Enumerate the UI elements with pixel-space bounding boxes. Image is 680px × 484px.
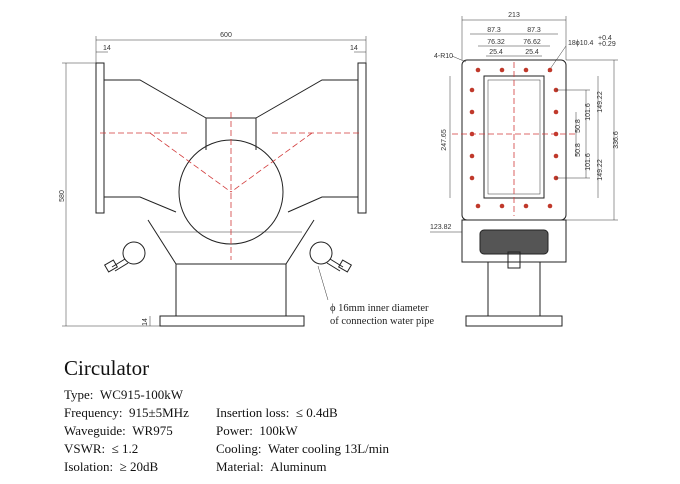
front-view: 600 14 14 580 14 (59, 32, 434, 327)
spec-material-label: Material: (216, 459, 264, 474)
dim-50-top-label: 50.8 (575, 119, 582, 133)
spec-material-value: Aluminum (270, 459, 327, 474)
side-view: 213 87.3 87.3 76.32 76.62 25.4 25.4 4-R1… (430, 12, 620, 327)
overall-width-label: 213 (508, 12, 520, 19)
spec-power: Power: 100kW (216, 422, 298, 440)
spec-insertion-loss: Insertion loss: ≤ 0.4dB (216, 404, 338, 422)
front-width-label: 600 (220, 32, 232, 39)
front-height-label: 580 (59, 190, 66, 202)
flange-right-label: 14 (350, 45, 358, 52)
spec-material: Material: Aluminum (216, 458, 327, 476)
spec-waveguide: Waveguide: WR975 (64, 422, 173, 440)
flange-left-label: 14 (103, 45, 111, 52)
spec-power-value: 100kW (259, 423, 298, 438)
tol-lower-label: +0.29 (598, 41, 616, 48)
spec-cooling: Cooling: Water cooling 13L/min (216, 440, 389, 458)
spec-isolation-label: Isolation: (64, 459, 114, 474)
dim-101-bottom-label: 101.6 (585, 153, 592, 171)
spec-type: Type: WC915-100kW (64, 386, 183, 404)
dim-101-top-label: 101.6 (585, 103, 592, 121)
spec-cooling-value: Water cooling 13L/min (268, 441, 389, 456)
inner-right-label: 76.62 (523, 39, 541, 46)
spec-frequency-label: Frequency: (64, 405, 123, 420)
right-flange (357, 62, 367, 214)
bottom-offset-label: 123.82 (430, 224, 452, 231)
spec-cooling-label: Cooling: (216, 441, 262, 456)
inner-left-label: 76.32 (487, 39, 505, 46)
spec-isolation-value: ≥ 20dB (119, 459, 159, 474)
base-label: 14 (142, 318, 149, 326)
hole-spec-label: 18ϕ10.4 (568, 40, 593, 47)
spec-insertion-loss-label: Insertion loss: (216, 405, 290, 420)
corner-radius-label: 4-R10 (434, 53, 453, 60)
side-base-plate (465, 315, 563, 327)
spec-vswr-label: VSWR: (64, 441, 106, 456)
spec-power-label: Power: (216, 423, 253, 438)
spec-type-label: Type: (64, 387, 94, 402)
dim-149-bottom-label: 149.22 (597, 159, 604, 181)
product-title: Circulator (64, 356, 150, 380)
spec-isolation: Isolation: ≥ 20dB (64, 458, 158, 476)
pipe-note-line1: ϕ 16mm inner diameter (330, 303, 429, 314)
base-plate (159, 315, 305, 327)
front-centerlines (100, 112, 362, 260)
spec-type-value: WC915-100kW (99, 387, 183, 402)
spec-frequency: Frequency: 915±5MHz (64, 404, 189, 422)
engineering-drawing: 600 14 14 580 14 (59, 12, 620, 327)
pitch-left-label: 87.3 (487, 27, 501, 34)
spec-waveguide-value: WR975 (132, 423, 173, 438)
dim-149-top-label: 149.22 (597, 91, 604, 113)
spec-frequency-value: 915±5MHz (128, 405, 189, 420)
water-fitting-right (309, 241, 353, 273)
spec-vswr-value: ≤ 1.2 (111, 441, 139, 456)
pitch-right-label: 87.3 (527, 27, 541, 34)
small-left-label: 25.4 (489, 49, 503, 56)
dim-50-bottom-label: 50.8 (575, 143, 582, 157)
spec-vswr: VSWR: ≤ 1.2 (64, 440, 138, 458)
spec-waveguide-label: Waveguide: (64, 423, 126, 438)
pipe-note-line2: of connection water pipe (330, 316, 434, 327)
tol-upper-label: +0.4 (598, 35, 612, 42)
side-water-fitting (507, 251, 521, 269)
height-inner-label: 247.65 (441, 129, 448, 151)
spec-insertion-loss-value: ≤ 0.4dB (295, 405, 338, 420)
side-lower-housing (461, 219, 567, 263)
bolt-holes (469, 67, 559, 209)
small-right-label: 25.4 (525, 49, 539, 56)
water-fitting-left (103, 241, 146, 273)
height-overall-label: 336.6 (613, 131, 620, 149)
left-flange (95, 62, 105, 214)
